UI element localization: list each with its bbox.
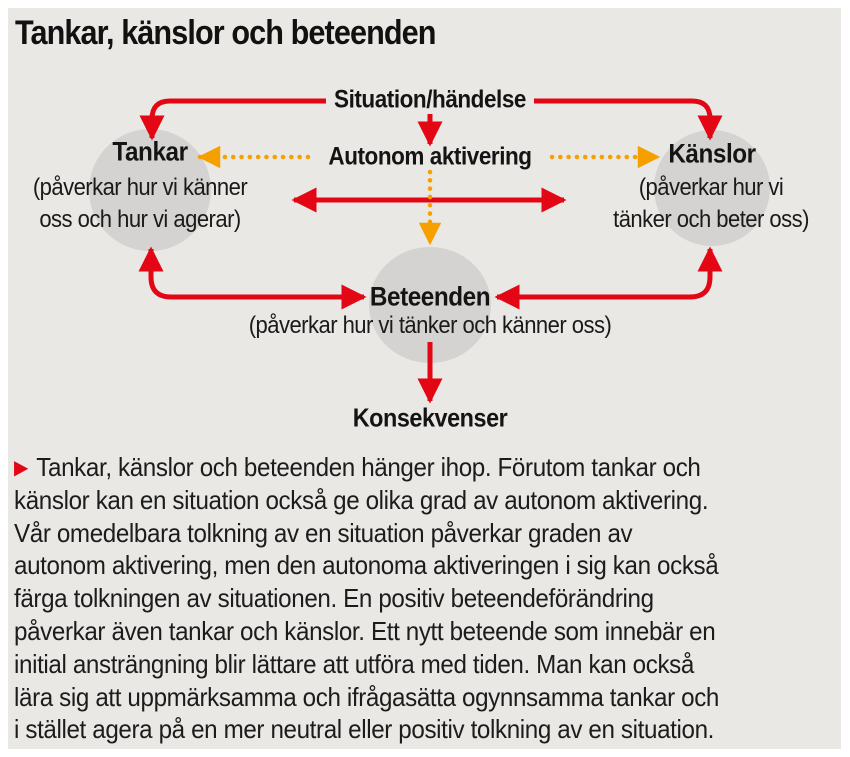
subtitle-line: (påverkar hur vi känner xyxy=(32,174,248,201)
arrow-situation-to-kanslor xyxy=(534,98,723,141)
subtitle-line: tänker och beter oss) xyxy=(613,206,809,233)
node-autonom-label: Autonom aktivering xyxy=(328,142,532,171)
body-paragraph: ▶ Tankar, känslor och beteenden hänger ih… xyxy=(14,451,836,746)
tankar-circle xyxy=(89,129,211,251)
subtitle-line: (påverkar hur vi tänker och känner oss) xyxy=(248,312,612,339)
subtitle-line: oss och hur vi agerar) xyxy=(39,206,241,233)
subtitle-line: (påverkar hur vi xyxy=(638,174,784,201)
node-kanslor-title: Känslor xyxy=(668,138,756,169)
diagram-canvas xyxy=(89,98,770,404)
node-tankar-subtitle: (påverkar hur vi känner oss och hur vi a… xyxy=(32,172,248,236)
node-beteenden-subtitle: (påverkar hur vi tänker och känner oss) xyxy=(249,310,612,342)
arrow-kanslor-beteenden-bidirectional xyxy=(494,246,723,310)
body-line: i stället agera på en mer neutral eller … xyxy=(14,714,714,745)
body-line: känslor kan en situation också ge olika … xyxy=(14,484,709,515)
node-situation-label: Situation/händelse xyxy=(334,85,526,114)
body-line: ▶ Tankar, känslor och beteenden hänger ih… xyxy=(14,451,836,484)
node-tankar-title: Tankar xyxy=(112,136,188,167)
body-line: autonom aktivering, men den autonoma akt… xyxy=(14,550,719,581)
body-line: lära sig att uppmärksamma och ifrågasätt… xyxy=(14,681,720,712)
body-line: påverkar även tankar och känslor. Ett ny… xyxy=(14,615,716,646)
node-beteenden-title: Beteenden xyxy=(369,281,491,312)
arrow-situation-to-tankar xyxy=(139,98,326,141)
beteenden-circle xyxy=(369,247,491,363)
kanslor-circle xyxy=(654,130,770,246)
page-title: Tankar, känslor och beteenden xyxy=(15,14,436,52)
body-line: färga tolkningen av situationen. En posi… xyxy=(14,583,654,614)
node-kanslor-subtitle: (påverkar hur vi tänker och beter oss) xyxy=(613,172,809,236)
node-konsekvenser-label: Konsekvenser xyxy=(352,402,508,433)
pointer-icon: ▶ xyxy=(14,457,28,479)
body-line: initial ansträngning blir lättare att ut… xyxy=(14,648,694,679)
body-line-text: Tankar, känslor och beteenden hänger iho… xyxy=(36,452,701,482)
arrow-tankar-beteenden-bidirectional xyxy=(138,246,367,310)
body-line: Vår omedelbara tolkning av en situation … xyxy=(14,517,633,548)
